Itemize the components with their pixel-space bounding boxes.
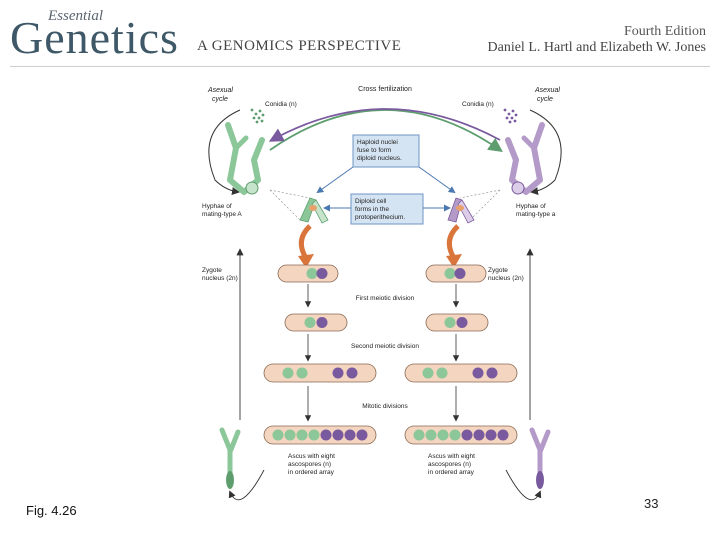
asexual-cycle-left-label: Asexual cycle	[207, 87, 235, 103]
hyphae-left-illustration	[225, 122, 311, 221]
authors-label: Daniel L. Hartl and Elizabeth W. Jones	[487, 40, 707, 55]
conidia-left-label: Conidia (n)	[265, 101, 297, 108]
second-meiotic-division-label: Second meiotic division	[351, 343, 419, 350]
zygote-left-label: Zygote nucleus (2n)	[202, 267, 238, 282]
brand-tagline: A GENOMICS PERSPECTIVE	[197, 38, 402, 54]
second-meiotic-ascus-left	[263, 363, 377, 383]
germinating-spore-right	[529, 427, 551, 489]
return-arrow-left	[228, 469, 265, 501]
conidia-right-spores	[503, 108, 518, 124]
slide-header: Genetics Essential A GENOMICS PERSPECTIV…	[0, 0, 720, 68]
progression-arrows	[304, 284, 460, 422]
hyphae-left-label: Hyphae of mating-type A	[202, 203, 242, 218]
first-meiotic-left-nucleus-A	[304, 317, 316, 328]
final-ascus-right-spores	[413, 429, 509, 441]
second-meiotic-left-nucleus-2	[296, 367, 308, 379]
second-meiotic-left-nucleus-4	[346, 367, 358, 379]
second-meiotic-left-nucleus-3	[332, 367, 344, 379]
return-arrow-right	[505, 469, 542, 501]
protoperithecium-left	[299, 197, 329, 224]
page-number: 33	[644, 496, 659, 511]
haploid-nuclei-text: Haploid nuclei fuse to form diploid nucl…	[357, 139, 402, 162]
haploid-pointer-right	[418, 166, 456, 194]
second-meiotic-right-nucleus-2	[436, 367, 448, 379]
first-meiotic-right-nucleus-a	[456, 317, 468, 328]
second-meiotic-right-nucleus-1	[422, 367, 434, 379]
zygote-right-nucleus-a	[454, 268, 466, 279]
brand-subtitle: Essential	[48, 8, 103, 24]
second-meiotic-left-nucleus-1	[282, 367, 294, 379]
conidia-right-label: Conidia (n)	[462, 101, 494, 108]
second-meiotic-ascus-right	[404, 363, 518, 383]
life-cycle-diagram: Asexual cycle Asexual cycle Cross fertil…	[200, 80, 570, 525]
asexual-cycle-right-arrow	[529, 109, 562, 196]
haploid-pointer-left	[316, 166, 354, 194]
second-meiotic-right-nucleus-4	[486, 367, 498, 379]
diploid-cell-box	[350, 193, 424, 225]
first-meiotic-right-nucleus-A	[444, 317, 456, 328]
header-divider	[10, 66, 710, 67]
figure-label: Fig. 4.26	[26, 503, 77, 518]
conidia-left-spores	[250, 108, 265, 124]
asexual-cycle-right-label: Asexual cycle	[534, 87, 562, 103]
zygote-left-nucleus-A	[306, 268, 318, 279]
cross-fertilization-arrow-green	[269, 109, 503, 153]
orange-arrow-right	[446, 224, 460, 260]
zygote-left-nucleus-a	[316, 268, 328, 279]
protoperithecium-right	[447, 197, 475, 224]
brand-title: Genetics	[10, 12, 179, 63]
haploid-nuclei-box	[352, 134, 420, 168]
asexual-cycle-left-arrow	[208, 109, 241, 196]
edition-label: Fourth Edition	[623, 24, 706, 39]
second-meiotic-right-nucleus-3	[472, 367, 484, 379]
first-meiotic-left-nucleus-a	[316, 317, 328, 328]
zygote-right-label: Zygote nucleus (2n)	[488, 267, 524, 282]
germinating-spore-left	[219, 427, 241, 489]
final-ascus-left-spores	[272, 429, 368, 441]
neurospora-life-cycle-figure: Asexual cycle Asexual cycle Cross fertil…	[200, 80, 570, 525]
mitotic-divisions-label: Mitotic divisions	[362, 403, 408, 410]
hyphae-right-label: Hyphae of mating-type a	[516, 203, 556, 218]
first-meiotic-division-label: First meiotic division	[356, 295, 415, 302]
first-meiotic-ascus-left	[284, 313, 348, 332]
orange-arrowhead-right	[446, 254, 462, 268]
ascus-caption-left: Ascus with eight ascospores (n) in order…	[288, 453, 337, 476]
cross-fertilization-label: Cross fertilization	[358, 86, 412, 93]
orange-arrow-left	[298, 224, 312, 260]
hyphae-right-illustration	[459, 122, 545, 221]
orange-arrowhead-left	[298, 254, 314, 268]
cross-fertilization-arrow-purple	[268, 108, 501, 142]
diploid-cell-text: Diploid cell forms in the protoperitheci…	[355, 198, 405, 221]
ascus-caption-right: Ascus with eight ascospores (n) in order…	[428, 453, 477, 476]
zygote-right-nucleus-A	[444, 268, 456, 279]
